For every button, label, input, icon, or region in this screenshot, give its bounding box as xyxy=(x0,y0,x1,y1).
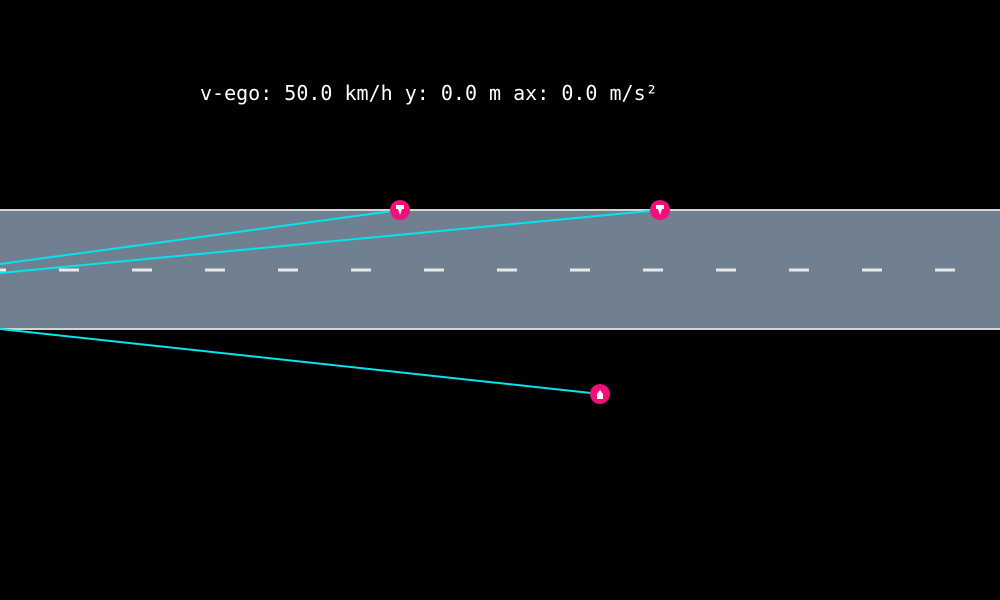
lateral-label: y: xyxy=(404,81,429,105)
arrow-down-icon xyxy=(396,205,404,215)
accel-value: 0.0 xyxy=(561,81,598,105)
arrow-up-icon xyxy=(597,390,603,399)
sensor-ray xyxy=(0,209,401,265)
speed-unit: km/h xyxy=(344,81,393,105)
speed-label: v-ego: xyxy=(200,81,273,105)
sensor-ray xyxy=(0,328,601,395)
sensor-ray xyxy=(0,209,661,274)
accel-label: ax: xyxy=(513,81,550,105)
lateral-unit: m xyxy=(489,81,502,105)
target-vehicle[interactable] xyxy=(390,200,410,220)
speed-value: 50.0 xyxy=(284,81,333,105)
hud-readout: v-ego: 50.0 km/h y: 0.0 m ax: 0.0 m/s² xyxy=(200,80,658,106)
target-vehicle[interactable] xyxy=(650,200,670,220)
arrow-down-icon xyxy=(656,205,664,215)
lateral-value: 0.0 xyxy=(440,81,477,105)
accel-unit: m/s² xyxy=(609,81,658,105)
target-vehicle[interactable] xyxy=(590,384,610,404)
sensor-rays xyxy=(0,209,661,395)
